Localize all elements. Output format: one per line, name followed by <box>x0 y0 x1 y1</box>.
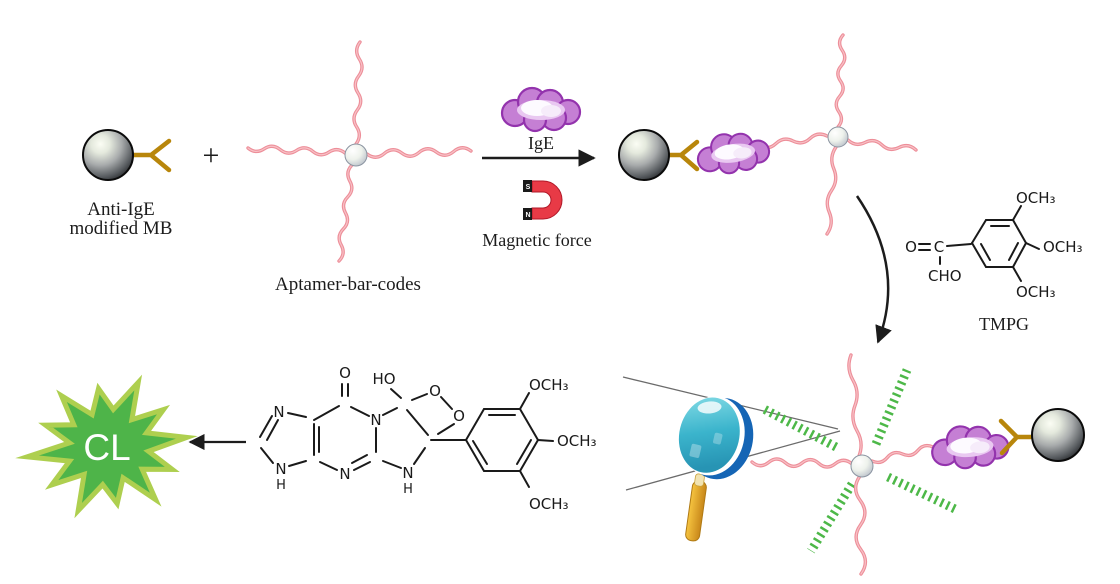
magnet-pole-n <box>523 208 532 220</box>
magnetic-force-label: Magnetic force <box>482 230 591 250</box>
atom-o: O <box>429 382 441 400</box>
emission-dash-bar <box>871 368 912 446</box>
tmpg-label: TMPG <box>979 314 1029 334</box>
plus-sign: + <box>203 139 220 172</box>
magnetic-bead <box>82 129 134 181</box>
magnet-body <box>531 180 563 220</box>
anti-ige-label-line2: modified MB <box>70 218 173 239</box>
och3-top: OCH₃ <box>529 376 569 394</box>
anti-ige-label-line1: Anti-IgE <box>87 199 155 220</box>
emission-dash-bar <box>761 405 839 451</box>
atom-n: N <box>402 464 413 482</box>
magnifier-collar <box>694 473 705 487</box>
aptamer-strand <box>826 146 837 235</box>
cl-burst-group: CL <box>15 374 246 519</box>
aptamer-strand <box>751 458 853 468</box>
atom-n: N <box>273 403 284 421</box>
atom-n: N <box>339 465 350 483</box>
ige-cloud <box>693 127 773 179</box>
magnifier-handle <box>685 480 707 542</box>
magnet-icon: S N <box>523 180 563 220</box>
atom-h: H <box>276 478 286 493</box>
lens-highlight <box>697 401 722 414</box>
atom-ho: HO <box>372 370 395 388</box>
ige-cloud <box>500 86 582 133</box>
aptamer-strand <box>338 164 353 262</box>
tmpg-och3-top: OCH₃ <box>1016 189 1056 207</box>
och3-bottom: OCH₃ <box>529 495 569 513</box>
tmpg-structure: O C CHO OCH₃ OCH₃ OCH₃ TMPG <box>905 189 1082 334</box>
captured-complex-group <box>618 127 892 344</box>
tmpg-bonds <box>918 205 1040 282</box>
tmpg-atom-cho: CHO <box>928 267 962 285</box>
lens-glass <box>678 397 740 473</box>
antibody-icon <box>998 418 1036 456</box>
aptamer-star-strands-2 <box>757 33 918 236</box>
barcode-nanoparticle <box>344 143 368 167</box>
aptamer-star-strands-3 <box>750 353 935 576</box>
emission-dash-bar <box>886 472 957 514</box>
antibody-icon <box>663 139 700 172</box>
aptamer-strand <box>247 145 346 156</box>
magnifier-lens <box>678 396 754 480</box>
magnifier-icon <box>678 396 754 542</box>
aptamer-star-strands-1 <box>246 40 473 263</box>
detection-complex-group <box>929 408 1085 473</box>
tmpg-atom-c: C <box>934 238 944 256</box>
cl-label: CL <box>83 427 130 468</box>
ige-label: IgE <box>528 133 554 153</box>
lens-glare <box>689 443 702 458</box>
ige-cloud <box>929 421 1011 473</box>
magnetic-bead <box>1031 408 1085 462</box>
cl-starburst <box>15 374 198 519</box>
magnetic-bead <box>618 129 670 181</box>
antibody-icon <box>127 138 172 173</box>
atom-carbonyl-o: O <box>339 364 351 382</box>
magnet-pole-s <box>523 180 532 192</box>
aptamer-strand <box>871 444 934 464</box>
aptamer-strand <box>366 147 472 158</box>
atom-n: N <box>275 460 286 478</box>
aptamer-strand <box>848 354 862 457</box>
aptamer-strand <box>847 139 917 151</box>
och3-right: OCH₃ <box>557 432 597 450</box>
anti-ige-mb-group: Anti-IgE modified MB <box>70 129 173 239</box>
atom-n: N <box>370 411 381 429</box>
tmpg-atom-o: O <box>905 238 917 256</box>
lens-glare <box>713 432 723 445</box>
magnet-s-letter: S <box>526 184 531 191</box>
barcode-nanoparticle <box>850 454 874 478</box>
dioxetane-structure: O N N H N N N H HO O O OCH₃ OCH₃ OCH₃ <box>259 364 597 513</box>
aptamer-barcodes-label: Aptamer-bar-codes <box>275 274 421 295</box>
aptamer-strand <box>835 34 846 128</box>
aptamer-strand <box>353 41 363 145</box>
magnet-n-letter: N <box>525 212 530 219</box>
aptamer-strand <box>855 475 866 575</box>
emission-dash-bar <box>807 481 856 554</box>
dioxetane-bonds <box>259 383 554 488</box>
tmpg-addition-arrow <box>855 195 892 344</box>
tmpg-och3-bottom: OCH₃ <box>1016 283 1056 301</box>
atom-h: H <box>403 482 413 497</box>
emission-dashes <box>761 368 957 554</box>
reaction-conditions-group: IgE S N Magnetic force <box>482 86 596 250</box>
barcode-nanoparticle <box>827 126 849 148</box>
aptamer-strand <box>758 133 828 149</box>
tmpg-och3-right: OCH₃ <box>1043 238 1083 256</box>
atom-o: O <box>453 407 465 425</box>
